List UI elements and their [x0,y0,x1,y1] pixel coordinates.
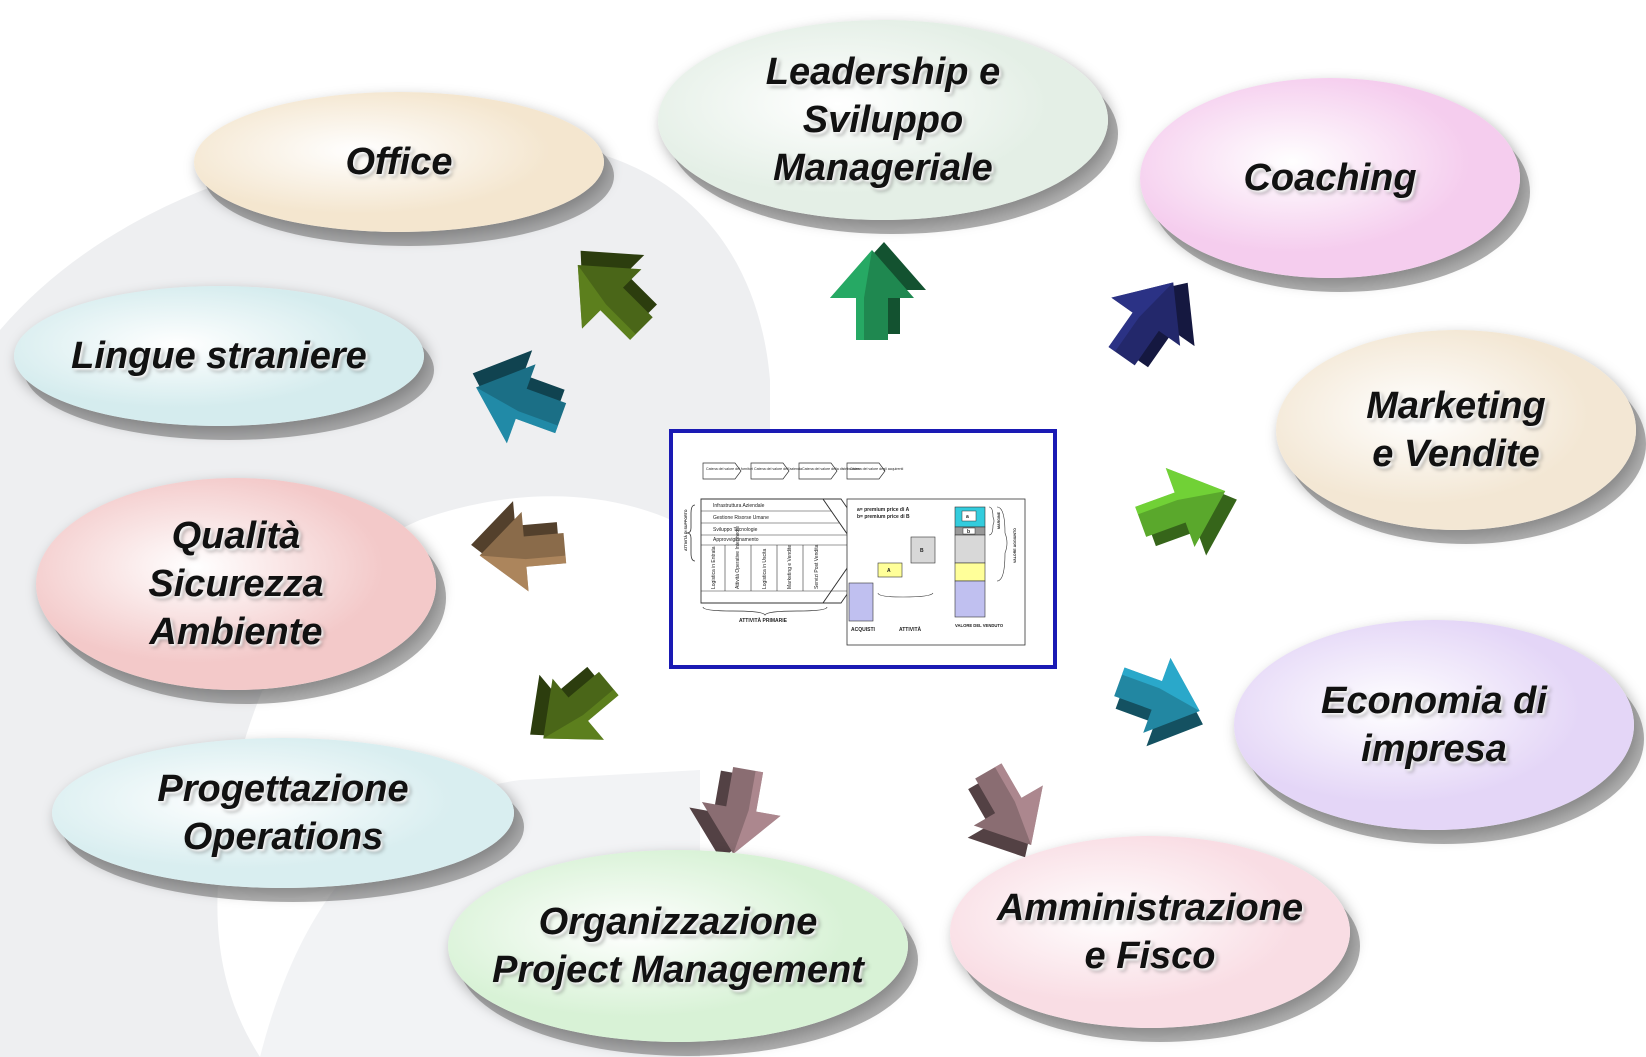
arrow-to-progettazione-icon [530,666,619,740]
primary-3: Logistica in Uscita [762,548,768,589]
attivita-label: ATTIVITÀ [899,626,922,633]
arrow-to-leadership-icon [830,242,926,340]
node-coaching-label: Coaching [1243,157,1417,199]
arrow-to-economia-icon [1114,657,1203,747]
node-office-label: Office [345,141,453,183]
node-qualita-label: Qualità Sicurezza Ambiente [148,515,324,653]
arrow-to-organizzazione-icon [689,767,781,860]
node-progettazione[interactable]: Progettazione Operations [52,738,514,888]
arrow-to-qualita-icon [471,501,567,592]
chevron-3: Catena del valore della distribuzione [802,467,860,471]
node-qualita[interactable]: Qualità Sicurezza Ambiente [36,478,436,690]
chevron-2: Catena del valore dell'azienda [754,467,802,471]
premium-b: b= premium price di B [857,514,910,520]
node-amministrazione[interactable]: Amministrazione e Fisco [950,836,1350,1028]
node-organizzazione[interactable]: Organizzazione Project Management [448,850,908,1042]
node-coaching[interactable]: Coaching [1140,78,1520,278]
primary-4: Marketing e Vendite [787,545,793,589]
stack-b: b [967,529,970,535]
node-leadership[interactable]: Leadership e Sviluppo Manageriale [658,20,1108,220]
node-leadership-label: Leadership e Sviluppo Manageriale [765,51,1001,189]
arrow-to-lingue-icon [472,350,567,444]
node-lingue[interactable]: Lingue straniere [14,286,424,426]
node-economia[interactable]: Economia di impresa [1234,620,1634,830]
arrow-to-marketing-icon [1135,468,1237,556]
primary-label: ATTIVITÀ PRIMARIE [739,617,788,624]
node-amministrazione-label: Amministrazione e Fisco [996,887,1304,977]
arrow-to-coaching-icon [1108,282,1195,368]
valore-venduto-label: VALORE DEL VENDUTO [955,623,1004,628]
premium-a: a= premium price di A [857,507,910,513]
chevron-1: Catena del valore dei fornitori [706,467,753,471]
support-2: Gestione Risorse Umane [713,515,769,521]
value-chain-figure: Catena del valore dei fornitori Catena d… [683,462,1026,646]
value-chain-diagram: Catena del valore dei fornitori Catena d… [669,429,1057,669]
stack-a: a [966,514,969,520]
header-chevrons: Catena del valore dei fornitori Catena d… [702,462,904,480]
support-4: Approvvigionamento [713,537,759,543]
chevron-4: Catena del valore degli acquirenti [850,467,904,471]
valore-aggiunto-label: VALORE AGGIUNTO [1013,528,1017,563]
node-marketing-label: Marketing e Vendite [1366,385,1546,475]
support-3: Sviluppo Tecnologie [713,527,758,533]
support-label: ATTIVITÀ DI SUPPORTO [683,509,688,551]
acquisti-label: ACQUISTI [851,627,876,633]
node-economia-label: Economia di impresa [1321,680,1547,770]
node-lingue-label: Lingue straniere [71,335,367,377]
node-organizzazione-label: Organizzazione Project Management [492,901,864,991]
primary-2: Attività Operative Intermedie [735,526,741,589]
node-progettazione-label: Progettazione Operations [157,768,409,858]
arrow-to-office-icon [577,250,657,340]
primary-5: Servizi Post Vendita [814,544,820,589]
box-a: A [887,568,891,574]
node-marketing[interactable]: Marketing e Vendite [1276,330,1636,530]
margine-label: MARGINE [997,511,1001,529]
primary-1: Logistica in Entrata [711,546,717,589]
node-office[interactable]: Office [194,92,604,232]
arrow-to-amministrazione-icon [967,763,1043,858]
box-b: B [920,548,924,554]
support-1: Infrastruttura Aziendale [713,503,765,509]
